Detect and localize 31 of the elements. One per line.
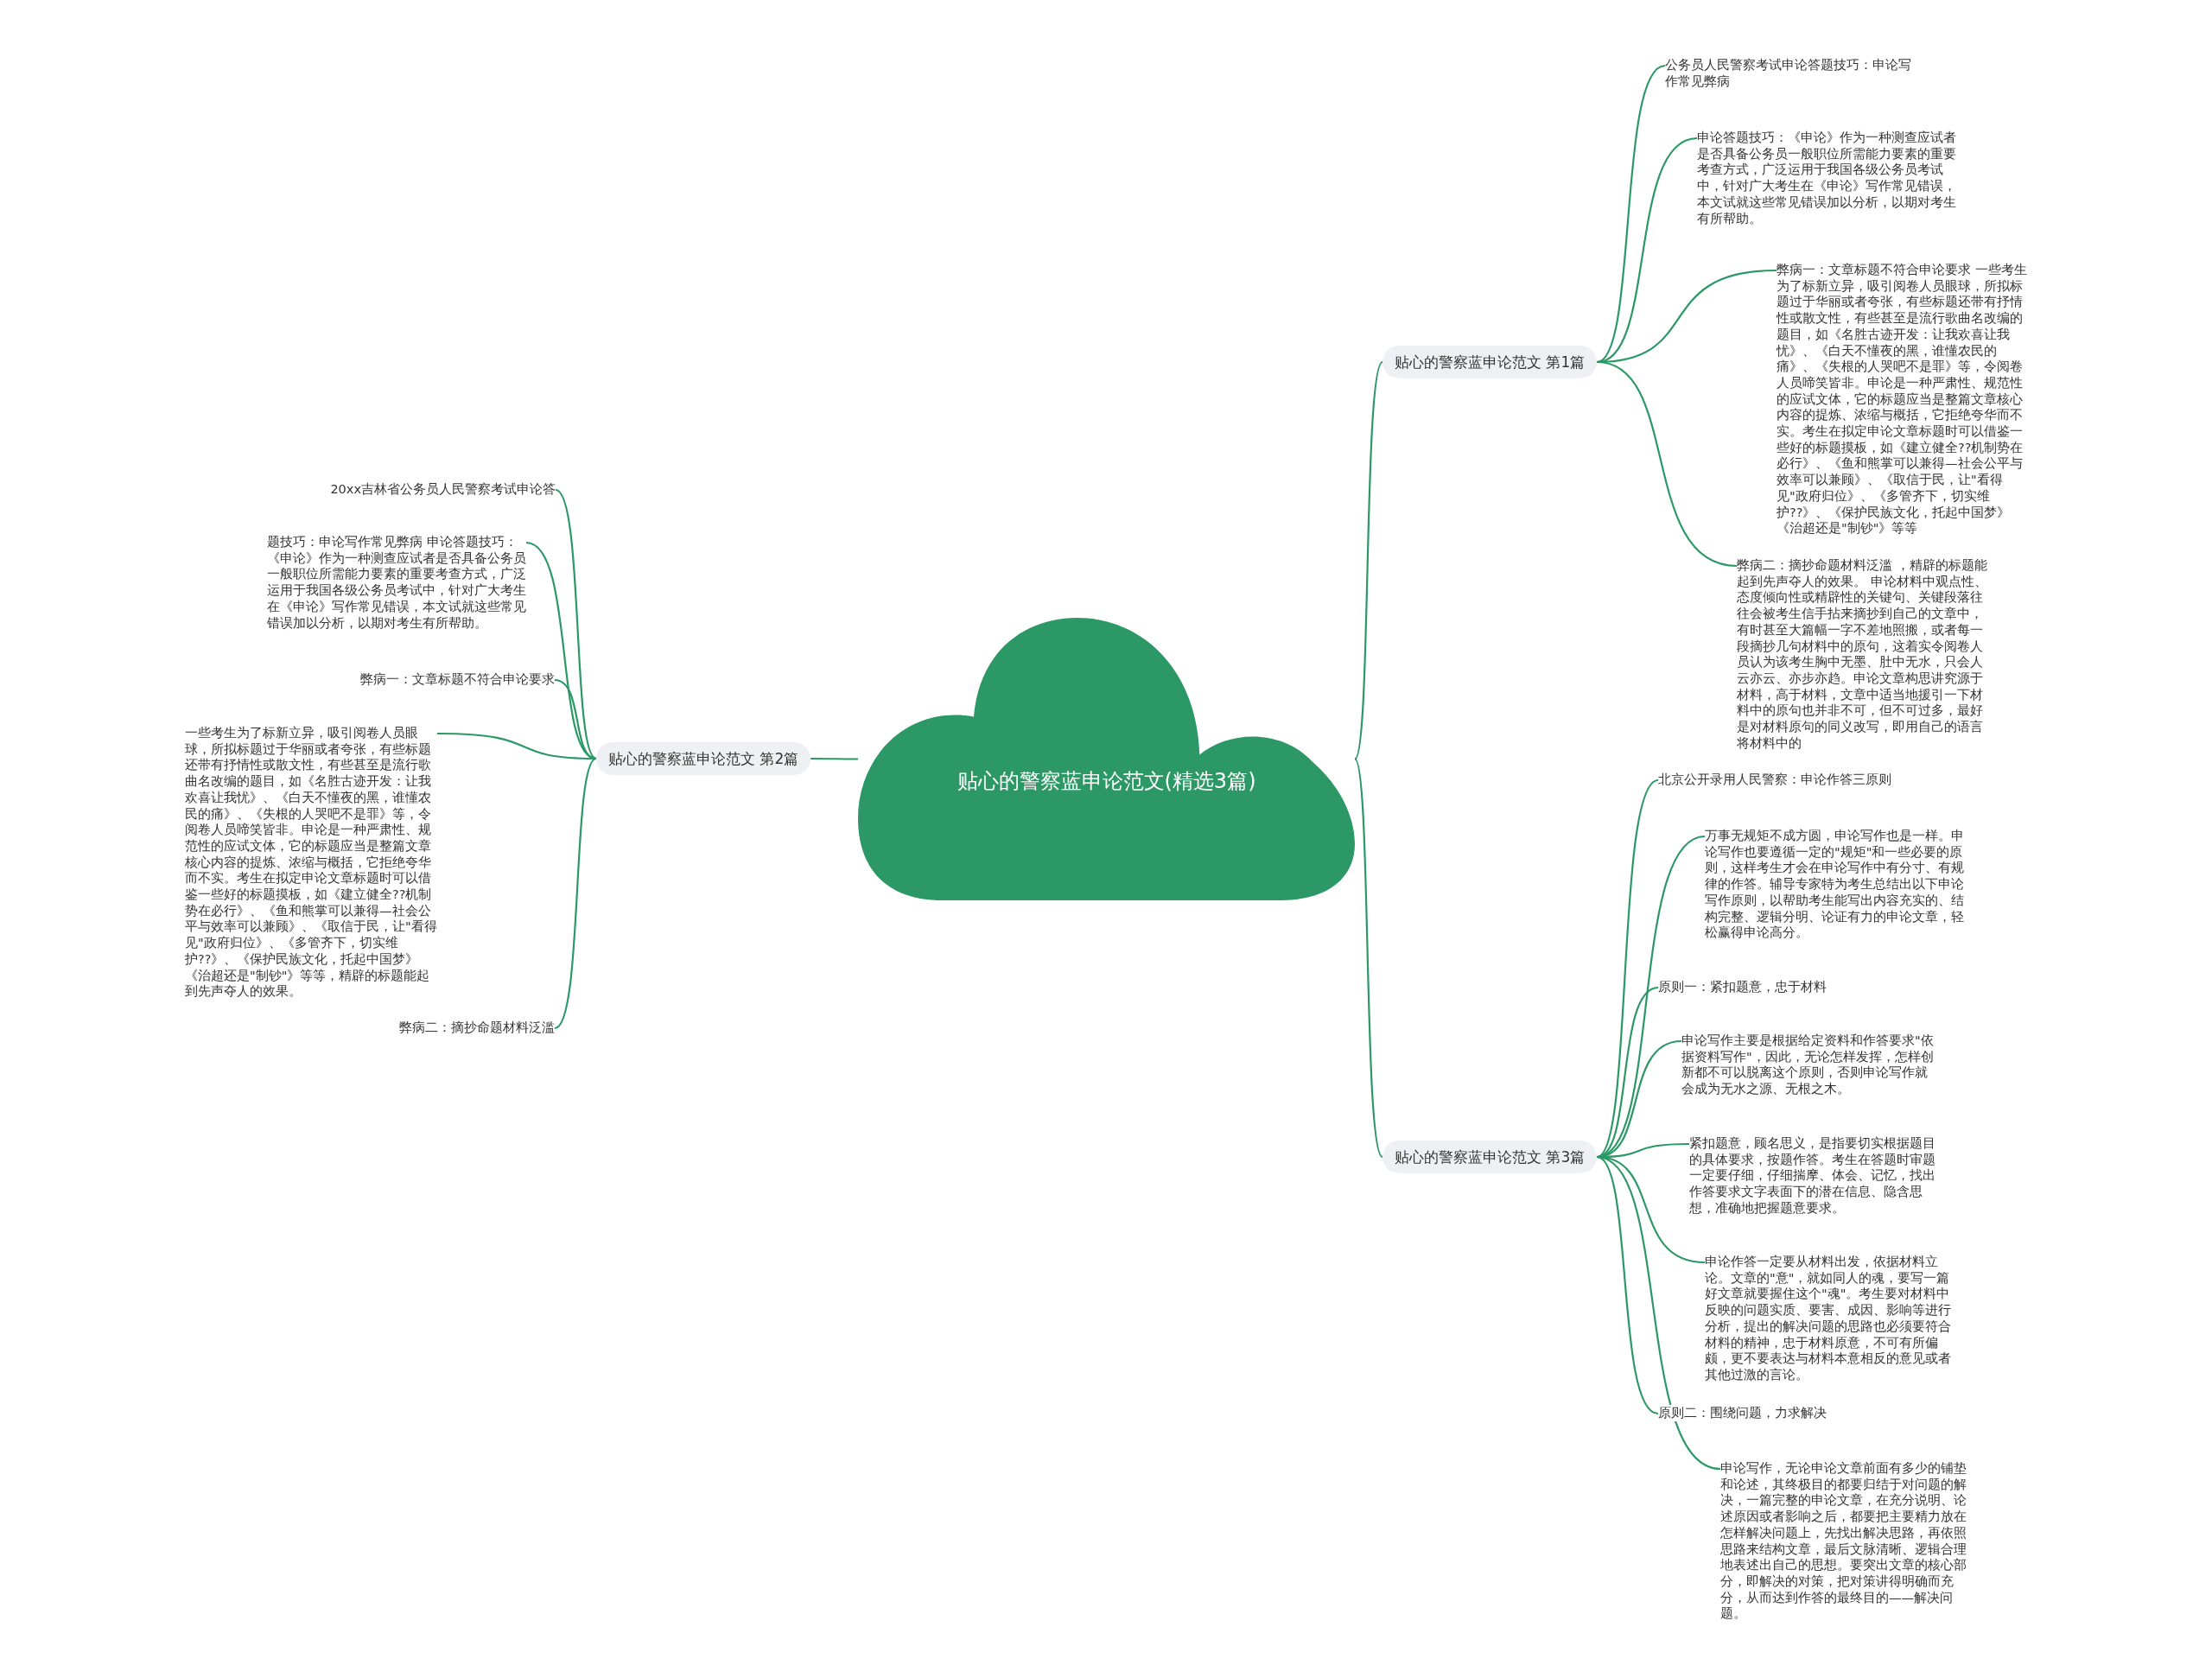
topic-text: 申论写作主要是根据给定资料和作答要求"依据资料写作"，因此，无论怎样发挥，怎样创新都不可以脱离这个原则，否则申论写作就会成为无水之源、无根之木。 xyxy=(1681,1033,1934,1097)
connector-line xyxy=(1354,759,1383,1158)
topic-text: 原则二：围绕问题，力求解决 xyxy=(1658,1405,1827,1421)
topic-text: 北京公开录用人民警察：申论作答三原则 xyxy=(1658,772,1891,788)
cloud-shape: 贴心的警察蓝申论范文(精选3篇) xyxy=(858,618,1355,900)
connector-line xyxy=(1596,1155,1721,1471)
connector-line xyxy=(1354,361,1383,759)
topic-text: 题技巧：申论写作常见弊病 申论答题技巧：《申论》作为一种测查应试者是否具备公务员一般职位所需能力要素的重要考查方式，广泛运用于我国各级公务员考试中，针对广大考生在《申论》写作常见错误，本文试就这些常见错误加以分析，以期对考生有所帮助。 xyxy=(267,534,526,632)
topic-text: 申论答题技巧：《申论》作为一种测查应试者是否具备公务员一般职位所需能力要素的重要考查方式，广泛运用于我国各级公务员考试中，针对广大考生在《申论》写作常见错误，本文试就这些常见错误加以分析，以期对考生有所帮助。 xyxy=(1697,130,1956,227)
topic-text: 原则一：紧扣题意，忠于材料 xyxy=(1658,979,1827,995)
topic-text: 公务员人民警察考试申论答题技巧：申论写作常见弊病 xyxy=(1665,57,1911,90)
topic-text: 弊病二：摘抄命题材料泛滥 ，精辟的标题能起到先声夺人的效果。 申论材料中观点性、态度倾向性或精辟性的关键句、关键段落往往会被考生信手拈来摘抄到自己的文章中，有时甚至大篇幅一字不差地照搬，或者每一段摘抄几句材料中的原句，这着实令阅卷人员认为该考生胸中无墨、肚中无水，只会人云亦云、亦步亦趋。申论文章构思讲究源于材料，高于材料，文章中适当地援引一下材料中的原句也并非不可，但不可过多，最好是对材料原句的同义改写，即用自己的语言将材料中的 xyxy=(1737,557,1987,752)
topic-text: 弊病一：文章标题不符合申论要求 一些考生为了标新立异，吸引阅卷人员眼球，所拟标题过于华丽或者夸张，有些标题还带有抒情性或散文性，有些甚至是流行歌曲名改编的题目，如《名胜古迹开发：让我欢喜让我忧》、《白天不懂夜的黑，谁懂农民的痛》、《失根的人哭吧不是罪》等，令阅卷人员啼笑皆非。申论是一种严肃性、规范性的应试文体，它的标题应当是整篇文章核心内容的提炼、浓缩与概括，它拒绝夸华而不实。考生在拟定申论文章标题时可以借鉴一些好的标题摸板，如《建立健全??机制势在必行》、《鱼和熊掌可以兼得—社会公平与效率可以兼顾》、《取信于民，让"看得见"政府归位》、《多管齐下，切实维护??》、《保护民族文化，托起中国梦》《治超还是"制钞"》等等 xyxy=(1777,262,2027,537)
connector-line xyxy=(1596,1156,1659,1414)
topic-text: 弊病二：摘抄命题材料泛滥 xyxy=(399,1020,555,1036)
connector-line xyxy=(1596,65,1666,363)
connector-line xyxy=(555,489,597,759)
topic-pill: 贴心的警察蓝申论范文 第3篇 xyxy=(1382,1141,1598,1173)
connector-line xyxy=(810,757,858,760)
topic-text: 万事无规矩不成方圆，申论写作也是一样。申论写作也要遵循一定的"规矩"和一些必要的原则，这样考生才会在申论写作中有分寸、有规律的作答。辅导专家特为考生总结出以下申论写作原则，以帮助考生能写出内容充实的、结构完整、逻辑分明、论证有力的申论文章，轻松赢得申论高分。 xyxy=(1705,828,1964,941)
topic-text: 20xx吉林省公务员人民警察考试申论答 xyxy=(330,481,556,498)
connector-line xyxy=(1596,779,1659,1158)
topic-pill: 贴心的警察蓝申论范文 第1篇 xyxy=(1382,346,1598,378)
topic-text: 弊病一：文章标题不符合申论要求 xyxy=(360,671,555,688)
connector-line xyxy=(1597,360,1738,568)
connector-line xyxy=(554,678,597,760)
connector-line xyxy=(554,758,597,1029)
topic-text: 紧扣题意，顾名思义，是指要切实根据题目的具体要求，按题作答。考生在答题时审题一定要仔细，仔细揣摩、体会、记忆，找出作答要求文字表面下的潜在信息、隐含思想，准确地把握题意要求。 xyxy=(1689,1135,1936,1217)
topic-text: 一些考生为了标新立异，吸引阅卷人员眼球，所拟标题过于华丽或者夸张，有些标题还带有抒情性或散文性，有些甚至是流行歌曲名改编的题目，如《名胜古迹开发：让我欢喜让我忧》、《白天不懂夜的黑，谁懂农民的痛》、《失根的人哭吧不是罪》等，令阅卷人员啼笑皆非。申论是一种严肃性、规范性的应试文体，它的标题应当是整篇文章核心内容的提炼、浓缩与概括，它拒绝夸华而不实。考生在拟定申论文章标题时可以借鉴一些好的标题摸板，如《建立健全??机制势在必行》、《鱼和熊掌可以兼得—社会公平与效率可以兼顾》、《取信于民，让"看得见"政府归位》、《多管齐下，切实维护??》、《保护民族文化，托起中国梦》《治超还是"制钞"》等等，精辟的标题能起到先声夺人的效果。 xyxy=(185,725,437,1000)
topic-pill: 贴心的警察蓝申论范文 第2篇 xyxy=(596,742,811,775)
topic-text: 申论作答一定要从材料出发，依据材料立论。文章的"意"，就如同人的魂，要写一篇好文章就要握住这个"魂"。考生要对材料中反映的问题实质、要害、成因、影响等进行分析，提出的解决问题的思路也必须要符合材料的精神，忠于材料原意，不可有所偏颇，更不要表达与材料本意相反的意见或者其他过激的言论。 xyxy=(1705,1254,1951,1383)
